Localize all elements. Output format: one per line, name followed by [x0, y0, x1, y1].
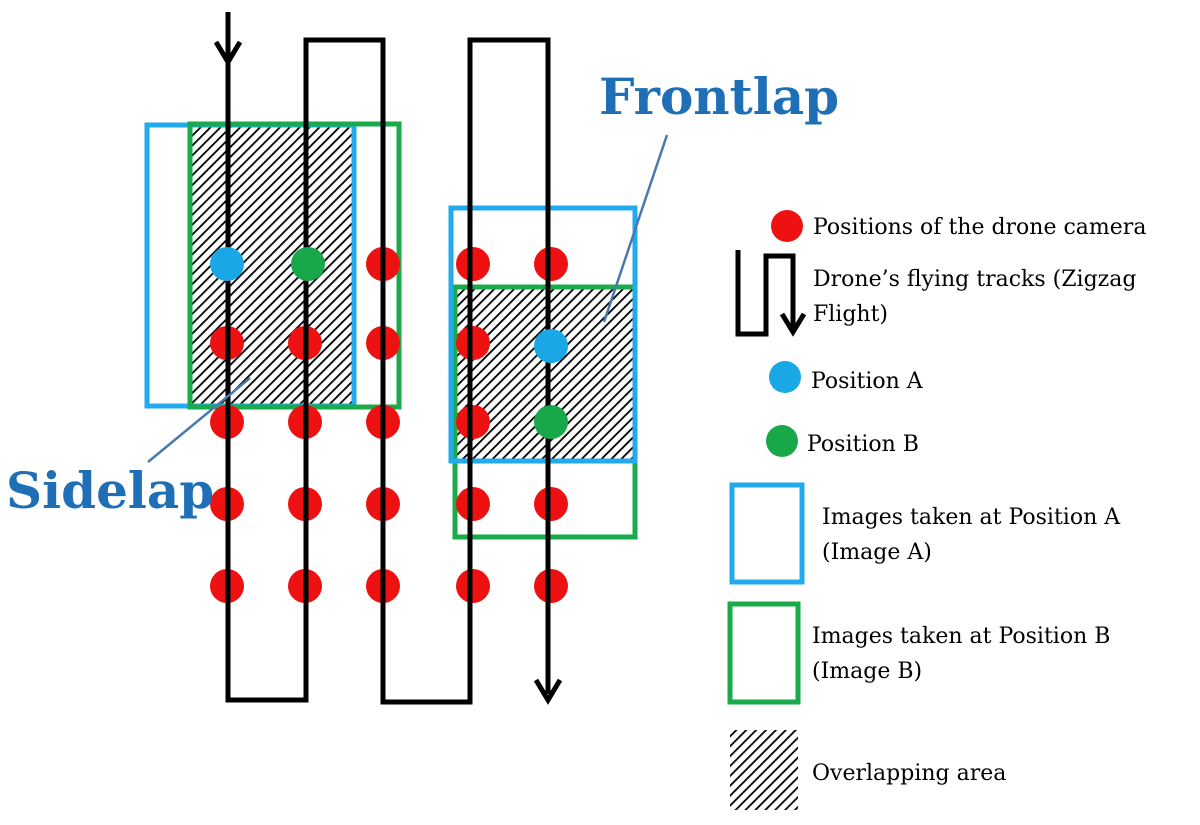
image-a-frame-frontlap	[448, 205, 638, 464]
zigzag-arrow-icon	[735, 250, 796, 337]
blue-frame-icon	[729, 482, 805, 585]
zigzag-arrowhead-icon	[779, 312, 807, 337]
position-a-marker	[210, 247, 244, 281]
camera-position-dot	[456, 405, 490, 439]
sidelap-leader-line	[147, 377, 251, 463]
camera-position-dot	[534, 487, 568, 521]
green-dot-icon	[766, 425, 798, 457]
camera-position-dot	[456, 487, 490, 521]
legend-camera-positions: Positions of the drone camera	[813, 215, 1146, 240]
red-dot-icon	[771, 210, 803, 242]
legend-image-b-line1: Images taken at Position B	[812, 624, 1110, 649]
position-b-marker	[534, 405, 568, 439]
green-frame-icon	[727, 601, 801, 705]
legend-flying-tracks-line1: Drone’s flying tracks (Zigzag	[813, 267, 1136, 292]
camera-position-dot	[456, 326, 490, 360]
flight-track	[225, 12, 551, 705]
track-end-arrow-icon	[533, 678, 563, 705]
legend: Positions of the drone camera Drone’s fl…	[727, 210, 1146, 810]
legend-flying-tracks-line2: Flight)	[813, 302, 888, 327]
frontlap-label: Frontlap	[599, 67, 839, 126]
track-start-arrow-icon	[213, 40, 243, 67]
legend-overlap: Overlapping area	[812, 761, 1006, 786]
camera-position-dot	[456, 569, 490, 603]
hatch-swatch-icon	[730, 730, 798, 810]
legend-image-a-line1: Images taken at Position A	[822, 505, 1121, 530]
blue-dot-icon	[769, 361, 801, 393]
legend-position-b: Position B	[807, 432, 919, 457]
sidelap-label: Sidelap	[6, 461, 214, 520]
camera-position-dot	[534, 247, 568, 281]
frontlap-leader-line	[602, 134, 669, 323]
position-a-marker	[534, 329, 568, 363]
camera-position-dot	[456, 247, 490, 281]
position-b-marker	[291, 247, 325, 281]
legend-image-b-line2: (Image B)	[812, 659, 922, 684]
camera-position-dot	[534, 569, 568, 603]
legend-position-a: Position A	[811, 369, 924, 394]
legend-image-a-line2: (Image A)	[822, 540, 932, 565]
camera-positions	[210, 247, 568, 603]
